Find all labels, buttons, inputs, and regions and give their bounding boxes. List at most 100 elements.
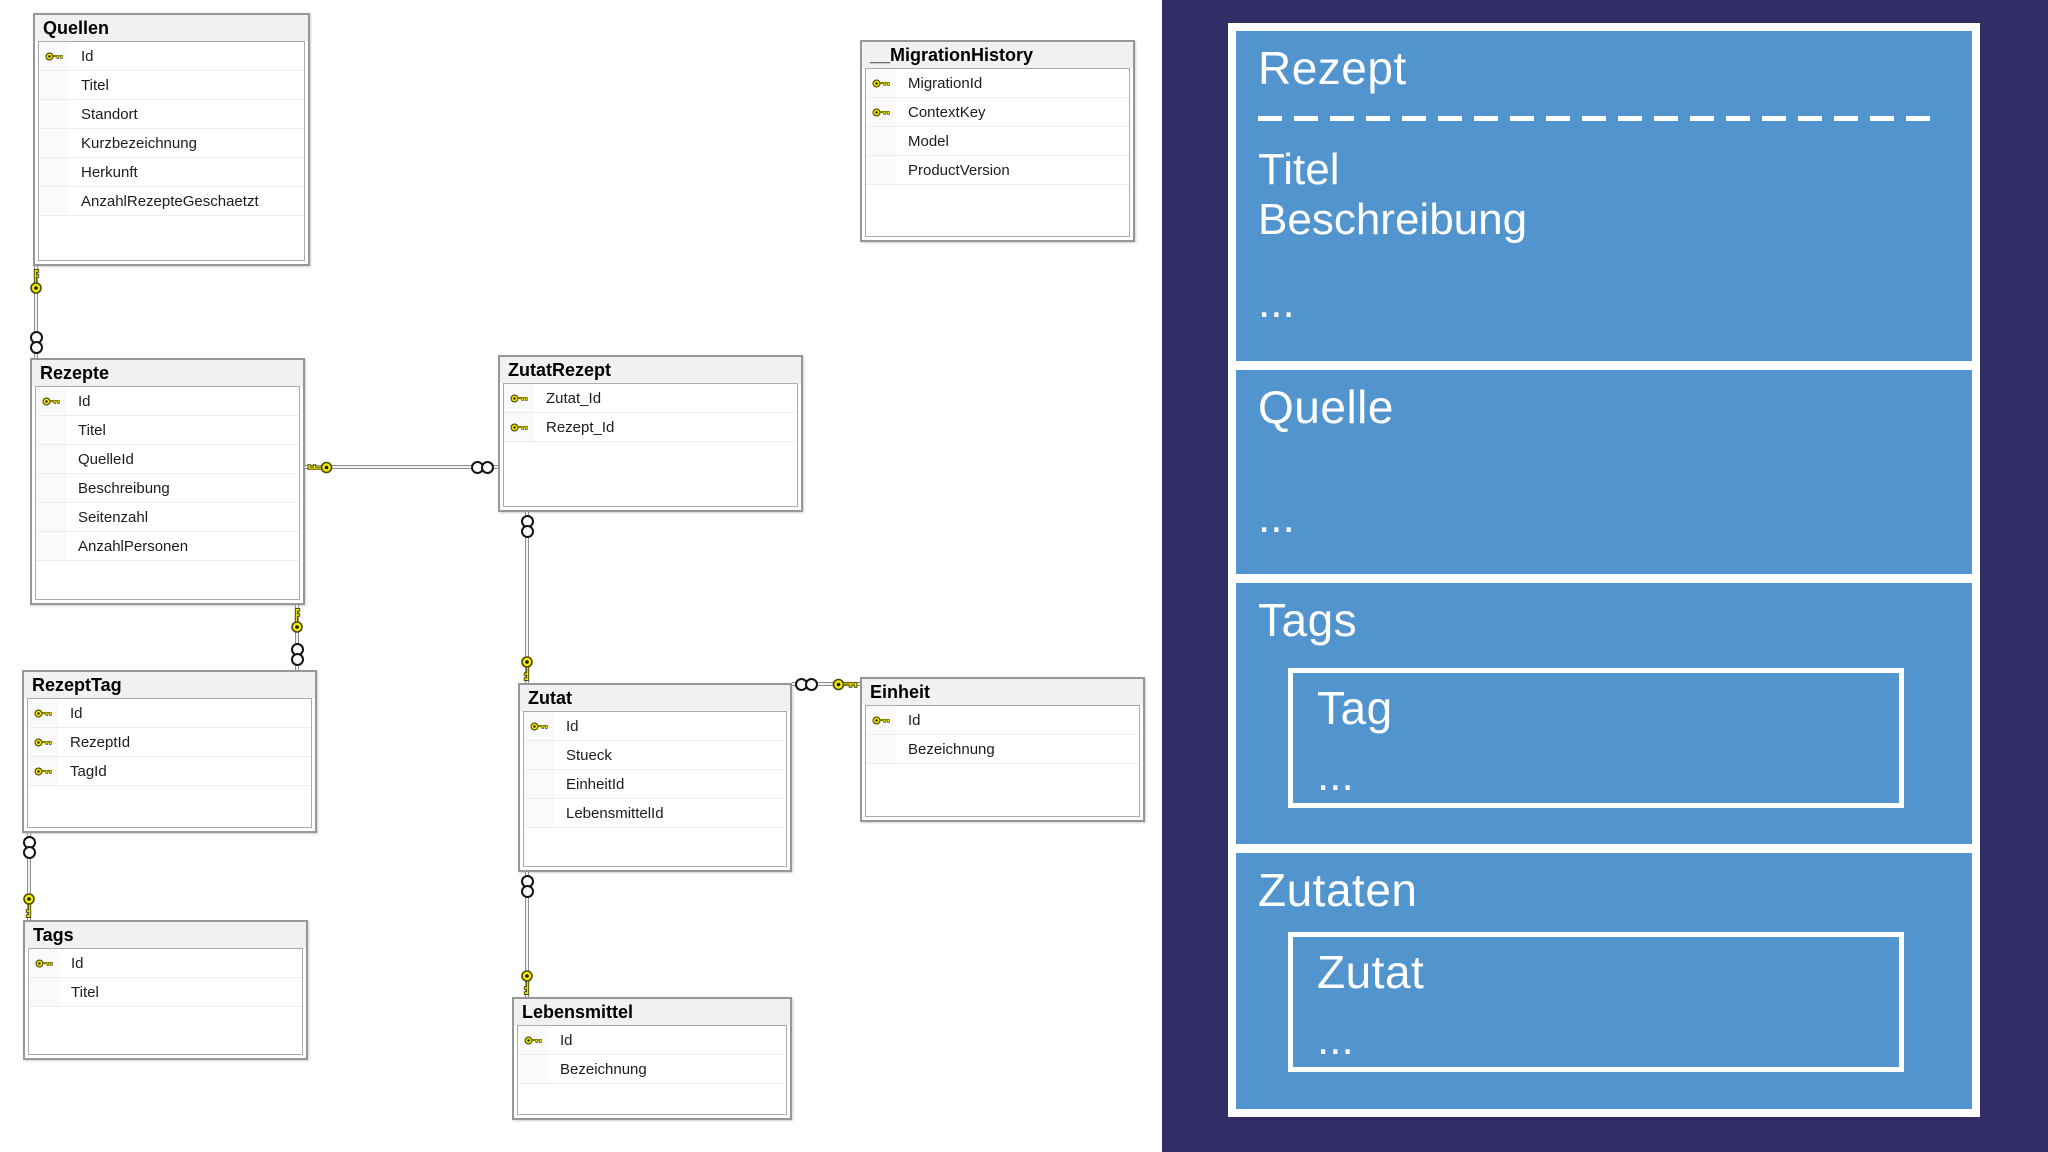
primary-key-icon — [524, 1035, 542, 1045]
column-row[interactable]: RezeptId — [28, 728, 311, 757]
column-name: Titel — [81, 76, 109, 94]
primary-key-icon — [510, 422, 528, 432]
one-side-key-icon — [16, 892, 42, 918]
table-title[interactable]: Quellen — [35, 15, 308, 41]
column-name: Zutat_Id — [546, 389, 602, 407]
slide-panel: Rezept Titel Beschreibung ... Quelle ...… — [1162, 0, 2048, 1152]
ellipsis: ... — [1317, 751, 1354, 801]
column-row[interactable]: Kurzbezeichnung — [39, 129, 304, 158]
column-row[interactable]: AnzahlPersonen — [36, 532, 299, 561]
relationship-rezepttag-tags-line[interactable] — [27, 833, 31, 920]
column-row[interactable]: ContextKey — [866, 98, 1129, 127]
column-row[interactable]: Titel — [29, 978, 302, 1007]
column-name: Id — [566, 717, 579, 735]
column-name: Id — [78, 392, 91, 410]
relationship-zutatrezept-zutat-line[interactable] — [525, 512, 529, 683]
empty-icon-cell — [518, 1055, 548, 1083]
primary-key-icon-cell — [29, 949, 59, 977]
table-title[interactable]: __MigrationHistory — [862, 42, 1133, 68]
column-row[interactable]: Model — [866, 127, 1129, 156]
key-icon-wrap — [521, 969, 534, 995]
table-title[interactable]: Einheit — [862, 679, 1143, 705]
column-name: QuelleId — [78, 450, 134, 468]
column-row[interactable]: Id — [29, 949, 302, 978]
table-title[interactable]: RezeptTag — [24, 672, 315, 698]
empty-icon-cell — [36, 445, 66, 473]
one-side-key-icon — [23, 268, 49, 294]
relationship-rezepttag-rezepte-line[interactable] — [295, 605, 299, 670]
ellipsis: ... — [1317, 1015, 1354, 1065]
column-name: Rezept_Id — [546, 418, 615, 436]
empty-icon-cell — [36, 532, 66, 560]
primary-key-icon-cell — [36, 387, 66, 415]
table-title[interactable]: Rezepte — [32, 360, 303, 386]
one-side-key-icon — [284, 607, 310, 633]
table-title[interactable]: Tags — [25, 922, 306, 948]
column-name: Kurzbezeichnung — [81, 134, 197, 152]
column-row[interactable]: TagId — [28, 757, 311, 786]
column-row[interactable]: Titel — [39, 71, 304, 100]
one-side-key-icon — [514, 969, 540, 995]
column-row[interactable]: Standort — [39, 100, 304, 129]
primary-key-icon — [35, 958, 53, 968]
column-row[interactable]: Id — [39, 42, 304, 71]
column-row[interactable]: Id — [518, 1026, 786, 1055]
column-row[interactable]: Stueck — [524, 741, 786, 770]
column-row[interactable]: MigrationId — [866, 69, 1129, 98]
column-row[interactable]: QuelleId — [36, 445, 299, 474]
table-title[interactable]: Zutat — [520, 685, 790, 711]
key-icon-wrap — [23, 892, 36, 918]
column-row[interactable]: Bezeichnung — [866, 735, 1139, 764]
column-name: AnzahlPersonen — [78, 537, 189, 555]
column-row[interactable]: ProductVersion — [866, 156, 1129, 185]
relationship-zutat-lebensmittel-line[interactable] — [525, 872, 529, 997]
column-row[interactable]: Bezeichnung — [518, 1055, 786, 1084]
primary-key-icon — [34, 708, 52, 718]
primary-key-icon-cell — [39, 42, 69, 70]
column-name: Herkunft — [81, 163, 138, 181]
relationship-rezepte-quellen-line[interactable] — [34, 266, 38, 358]
column-row[interactable]: LebensmittelId — [524, 799, 786, 828]
nested-title: Tag — [1317, 681, 1393, 734]
nested-box-tag: Tag ... — [1288, 667, 1904, 808]
relationship-zutat-einheit-line[interactable] — [792, 682, 860, 686]
table-title[interactable]: ZutatRezept — [500, 357, 801, 383]
primary-key-icon — [872, 78, 890, 88]
column-row[interactable]: EinheitId — [524, 770, 786, 799]
key-icon-wrap — [521, 655, 534, 681]
empty-icon-cell — [36, 474, 66, 502]
column-row[interactable]: Id — [524, 712, 786, 741]
column-row[interactable]: Seitenzahl — [36, 503, 299, 532]
many-side-infinity-icon — [471, 460, 494, 474]
primary-key-icon — [872, 715, 890, 725]
table-title[interactable]: Lebensmittel — [514, 999, 790, 1025]
nested-box-zutat: Zutat ... — [1288, 931, 1904, 1072]
many-side-infinity-icon — [290, 643, 304, 666]
many-side-infinity-icon — [22, 836, 36, 859]
column-row[interactable]: Zutat_Id — [504, 384, 797, 413]
column-row[interactable]: Beschreibung — [36, 474, 299, 503]
column-row[interactable]: Rezept_Id — [504, 413, 797, 442]
column-row[interactable]: Herkunft — [39, 158, 304, 187]
many-side-infinity-icon — [520, 875, 534, 898]
column-row[interactable]: Id — [28, 699, 311, 728]
column-row[interactable]: AnzahlRezepteGeschaetzt — [39, 187, 304, 216]
column-row[interactable]: Id — [866, 706, 1139, 735]
relationship-zutatrezept-rezepte-line[interactable] — [305, 465, 498, 469]
primary-key-icon — [832, 678, 858, 690]
column-row[interactable]: Titel — [36, 416, 299, 445]
empty-icon-cell — [524, 741, 554, 769]
column-row[interactable]: Id — [36, 387, 299, 416]
one-side-key-icon — [832, 671, 858, 697]
